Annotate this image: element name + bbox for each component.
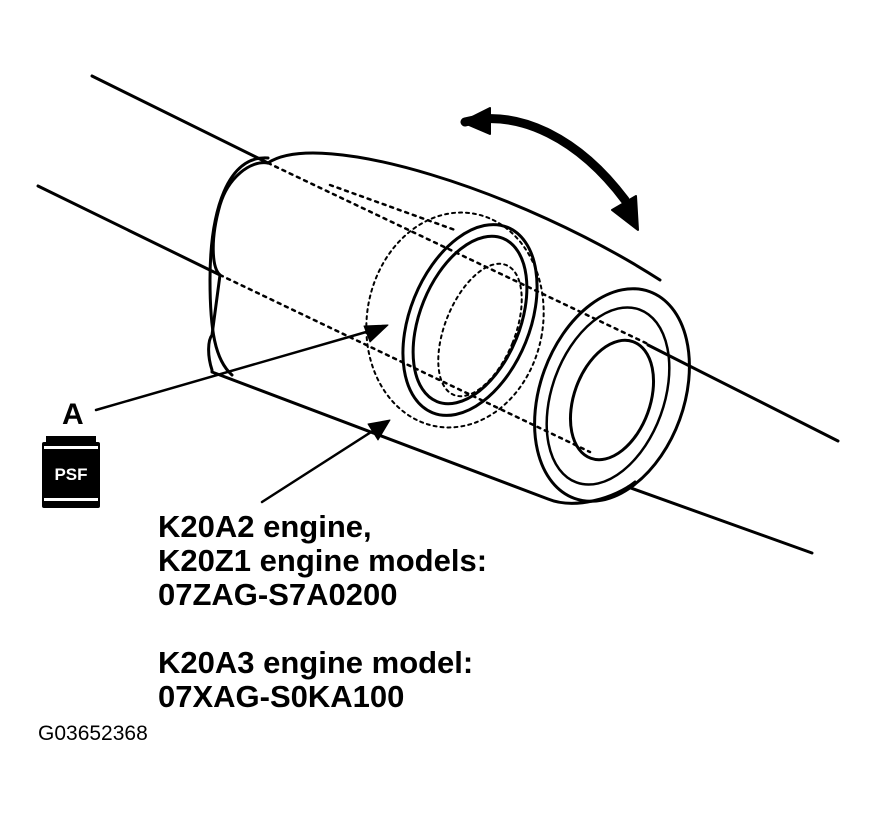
rotation-arrow-head-top (461, 107, 491, 135)
seal-ring (401, 223, 539, 417)
seal-ring-dotted (365, 211, 545, 429)
leader-arrowhead-a (363, 324, 389, 343)
tool-end-face-outer (533, 287, 691, 503)
callout-a-label: A (62, 398, 84, 431)
tool-end-face-inner (545, 306, 671, 486)
note-line-2: K20Z1 engine models: (158, 543, 488, 578)
note-line-5: 07XAG-S0KA100 (158, 679, 405, 714)
note-line-4: K20A3 engine model: (158, 645, 474, 680)
shaft-lower-right-line (626, 485, 814, 555)
leader-line-tool (260, 423, 384, 504)
leader-arrowhead-tool (367, 419, 391, 441)
tool-bore (568, 338, 656, 462)
shaft-upper-left-line (90, 74, 270, 165)
leader-line-a (94, 326, 382, 412)
psf-container-icon: PSF (40, 436, 102, 512)
note-line-1: K20A2 engine, (158, 509, 372, 544)
hidden-shaft-lines (218, 161, 652, 454)
psf-label: PSF (54, 465, 88, 484)
note-line-3: 07ZAG-S7A0200 (158, 577, 398, 612)
figure-id: G03652368 (38, 722, 148, 745)
tool-body-outline (207, 151, 662, 505)
tool-body-left-face (208, 156, 270, 377)
rotation-arrow-head-bottom (611, 195, 639, 231)
tool-part-number-notes: K20A2 engine, K20Z1 engine models: 07ZAG… (158, 510, 487, 714)
shaft-upper-right-line (646, 343, 840, 443)
shaft-lower-left-line (36, 184, 222, 277)
